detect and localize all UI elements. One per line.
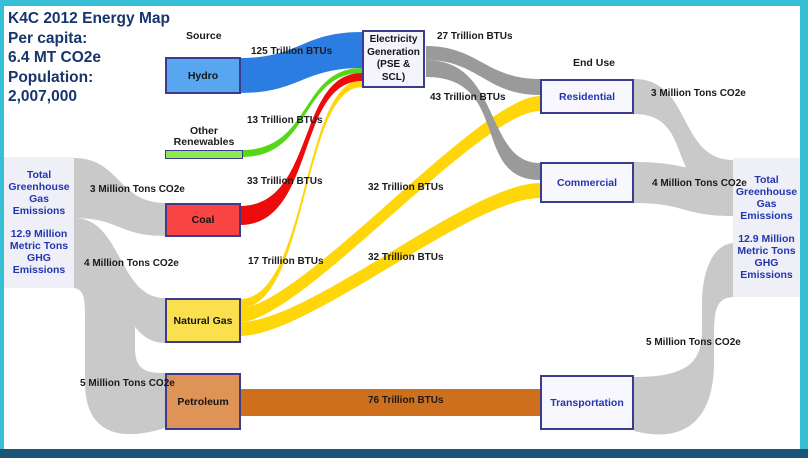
eg-label-line: Electricity [369,34,418,45]
flow-label-commercial-co2e: 4 Million Tons CO2e [652,178,747,189]
title-line-3: 6.4 MT CO2e [8,49,102,66]
flow-label-gas-residential: 32 Trillion BTUs [368,182,444,193]
flow-generation-to-commercial [426,60,540,180]
other-renewables-label: Other Renewables [170,126,238,148]
flow-label-transport-co2e: 5 Million Tons CO2e [646,337,741,348]
total-left-line: Emissions [12,264,66,276]
flow-transportation-emissions [634,243,733,435]
flow-coal-to-generation [240,73,362,225]
flow-label-hydro-btus: 125 Trillion BTUs [251,46,333,57]
total-right-line: Gas Emissions [740,198,793,222]
flow-gas-to-commercial [240,183,540,336]
flow-generation-to-residential [426,46,540,95]
natural-gas-label: Natural Gas [173,314,233,327]
frame-border-right [800,0,808,450]
total-right-line: Emissions [740,269,793,281]
page-title: K4C 2012 Energy Map Per capita: 6.4 MT C… [8,9,170,107]
flow-label-residential-co2e: 3 Million Tons CO2e [651,88,746,99]
hydro-label: Hydro [187,69,219,82]
flow-label-renewables-btus: 13 Trillion BTUs [247,115,323,126]
flow-petroleum-to-transportation [240,389,541,416]
frame-border-left [0,0,4,450]
flow-label-petroleum-btus: 76 Trillion BTUs [368,395,444,406]
flow-label-gen-residential: 27 Trillion BTUs [437,31,513,42]
natural-gas-node: Natural Gas [165,298,241,343]
title-line-5: 2,007,000 [8,88,77,105]
flow-hydro-to-generation [240,32,362,93]
petroleum-node: Petroleum [165,373,241,430]
total-right-line: GHG [754,257,779,269]
total-left-line: Total [26,169,52,181]
flow-gas-to-residential [240,96,540,322]
total-emissions-left: Total Greenhouse Gas Emissions 12.9 Mill… [4,157,74,288]
flow-label-gas-commercial: 32 Trillion BTUs [368,252,444,263]
total-right-line: Greenhouse [735,186,798,198]
end-use-column-header: End Use [573,57,616,69]
total-left-line: 12.9 Million [10,228,68,240]
flow-label-emissions-gas: 4 Million Tons CO2e [84,258,179,269]
frame-border-top [0,0,808,6]
title-line-1: K4C 2012 Energy Map [8,10,170,27]
flow-label-gen-commercial: 43 Trillion BTUs [430,92,506,103]
flow-label-coal-btus: 33 Trillion BTUs [247,176,323,187]
flow-label-gas-gen-btus: 17 Trillion BTUs [248,256,324,267]
electricity-generation-node: Electricity Generation (PSE & SCL) [362,30,425,88]
eg-label-line: (PSE & SCL) [376,59,411,83]
frame-border-bottom [0,449,808,458]
total-emissions-right: Total Greenhouse Gas Emissions 12.9 Mill… [733,158,800,297]
eg-label-line: Generation [367,46,420,58]
total-left-line: GHG [27,252,51,264]
total-right-line: Metric Tons [737,245,796,257]
total-left-line: Emissions [12,205,66,217]
commercial-label: Commercial [556,176,618,189]
total-left-line: Metric Tons [9,240,69,252]
coal-label: Coal [191,214,215,226]
flow-label-emissions-coal: 3 Million Tons CO2e [90,184,185,195]
petroleum-label: Petroleum [177,395,229,408]
other-renewables-node [165,150,243,159]
transportation-node: Transportation [540,375,634,430]
other-renewables-label-line: Renewables [173,136,235,148]
source-column-header: Source [186,30,222,42]
commercial-node: Commercial [540,162,634,203]
flow-emissions-to-petroleum [74,258,165,435]
title-line-4: Population: [8,68,94,86]
total-left-line: Greenhouse Gas [8,181,70,205]
coal-node: Coal [165,203,241,237]
total-right-line: 12.9 Million [738,233,795,245]
flow-label-emissions-petrol: 5 Million Tons CO2e [80,378,175,389]
hydro-node: Hydro [165,57,241,94]
transportation-label: Transportation [550,396,624,409]
flow-commercial-emissions [634,162,733,216]
other-renewables-label-line: Other [189,125,218,137]
title-line-2: Per capita: [8,29,88,47]
flow-residential-emissions [634,79,733,196]
total-right-line: Total [754,174,779,186]
residential-label: Residential [558,90,616,103]
flow-emissions-to-coal [74,158,165,236]
residential-node: Residential [540,79,634,114]
